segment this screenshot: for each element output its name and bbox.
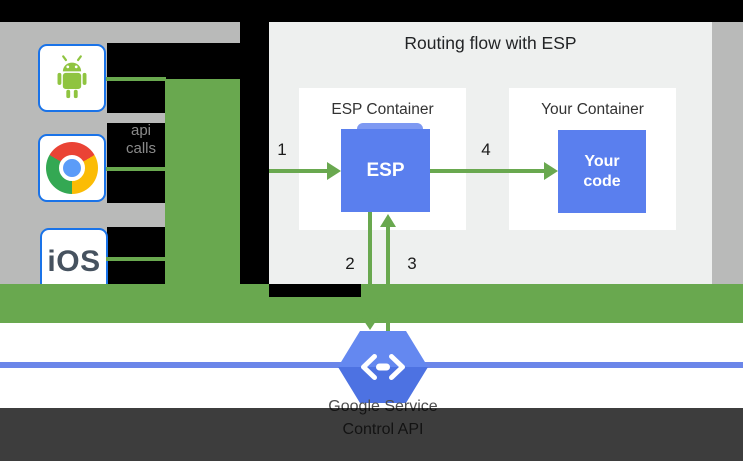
- android-icon: [57, 55, 87, 99]
- step-3-label: 3: [407, 254, 417, 273]
- arrow-2-line: [368, 212, 372, 322]
- your-code-node: Your code: [558, 130, 646, 213]
- page-title: Routing flow with ESP: [404, 33, 577, 53]
- clients-backbone-bar: [165, 79, 240, 284]
- android-connector-line: [106, 77, 166, 81]
- background-patch: [269, 284, 361, 297]
- step-4-label: 4: [481, 140, 491, 159]
- chrome-client-box: [38, 134, 106, 202]
- ios-label: iOS: [47, 245, 101, 278]
- your-code-label-line1: Your: [584, 152, 620, 170]
- your-container-title: Your Container: [541, 101, 644, 118]
- api-calls-line2: calls: [125, 140, 156, 157]
- android-client-box: [38, 44, 106, 112]
- footer-overlay: [0, 408, 743, 461]
- chrome-connector-line: [106, 167, 166, 171]
- arrow-3-head: [380, 214, 396, 227]
- arrow-3-line: [386, 227, 390, 334]
- arrow-1-line: [269, 169, 327, 173]
- ios-connector-line: [106, 257, 166, 261]
- step-2-label: 2: [345, 254, 355, 273]
- api-calls-line1: api: [130, 122, 152, 139]
- step-1-label: 1: [277, 140, 287, 159]
- esp-node: ESP: [341, 129, 430, 212]
- arrow-4-line: [430, 169, 544, 173]
- arrow-4-head: [544, 162, 558, 180]
- background-patch: [240, 22, 269, 284]
- chrome-icon: [46, 142, 98, 194]
- cloud-endpoints-hexagon-icon: [338, 331, 428, 403]
- esp-container-title: ESP Container: [331, 101, 434, 118]
- arrow-1-head: [327, 162, 341, 180]
- your-code-label-line2: code: [583, 172, 621, 190]
- arrow-2-head: [362, 318, 378, 330]
- api-calls-label: api calls: [112, 122, 170, 158]
- esp-node-label: ESP: [366, 159, 405, 181]
